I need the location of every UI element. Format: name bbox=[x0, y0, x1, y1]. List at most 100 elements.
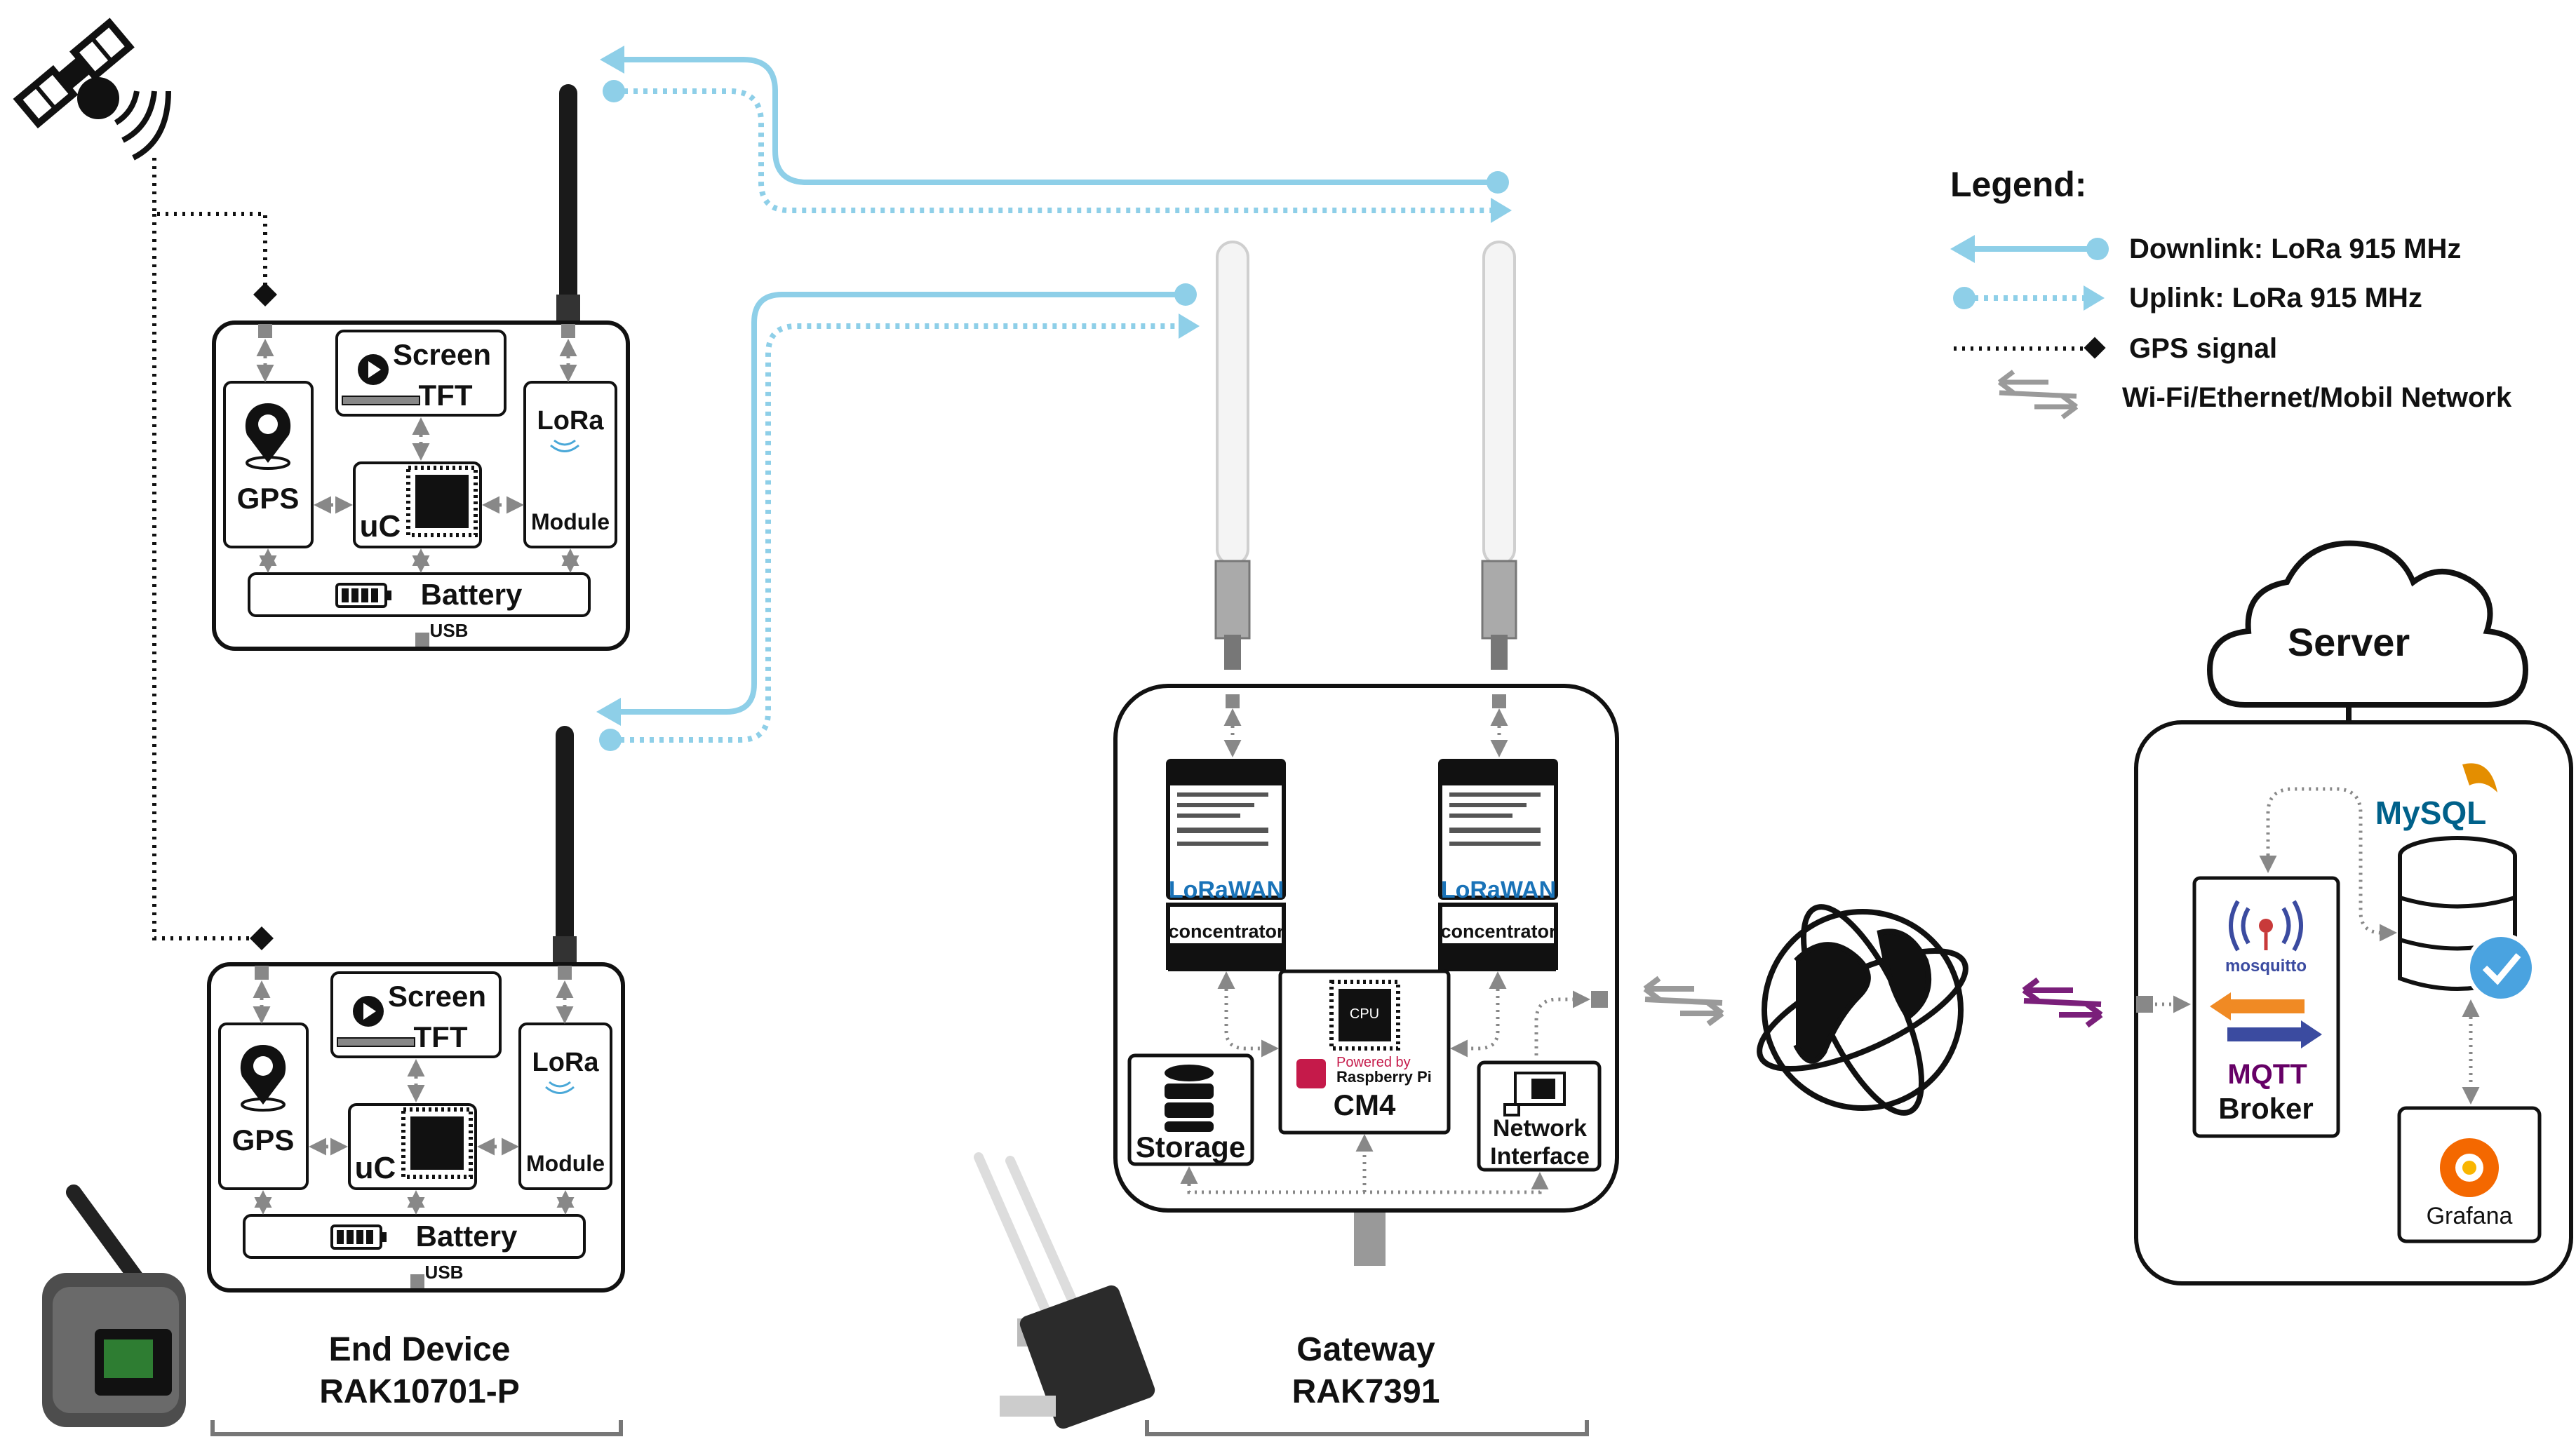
cpu-chip-icon: CPU bbox=[1329, 980, 1400, 1051]
end-device-photo-icon bbox=[42, 1185, 186, 1427]
raspberry-pi-label: Raspberry Pi bbox=[1336, 1068, 1432, 1086]
server: Server mosquitto MQTT Broker MySQL bbox=[2134, 540, 2573, 1285]
location-pin-icon bbox=[240, 1045, 286, 1112]
concentrator-card-1: LoRaWAN concentrator bbox=[1166, 759, 1286, 971]
legend-network-label: Wi-Fi/Ethernet/Mobil Network bbox=[2122, 382, 2512, 413]
broker-label: Broker bbox=[2218, 1092, 2313, 1125]
database-icon bbox=[1165, 1065, 1214, 1132]
cm4-label: CM4 bbox=[1334, 1088, 1396, 1121]
end-device-1-battery-box bbox=[248, 572, 591, 617]
legend-uplink-arrowhead bbox=[2084, 285, 2105, 311]
end-device-2-battery-label: Battery bbox=[416, 1220, 518, 1253]
globe-icon bbox=[1757, 904, 1968, 1116]
end-device-bracket bbox=[210, 1420, 623, 1436]
uplink-dot-2 bbox=[599, 729, 622, 751]
end-device-2-usb-label: USB bbox=[425, 1262, 464, 1283]
raspberry-pi-icon bbox=[1296, 1059, 1326, 1088]
end-device-2: GPS Screen TFT uC LoRa Module bbox=[207, 726, 625, 1293]
cloud-icon bbox=[2206, 540, 2529, 708]
mqtt-label: MQTT bbox=[2227, 1059, 2307, 1090]
downlink-dot-gw-1 bbox=[1487, 171, 1509, 194]
end-device-2-gps-label: GPS bbox=[232, 1123, 295, 1156]
gps-diamond-2 bbox=[250, 926, 274, 950]
end-device-2-lora-label: LoRa bbox=[532, 1048, 600, 1077]
lora-links bbox=[610, 57, 1501, 743]
satellite-icon bbox=[13, 18, 171, 161]
concentrator-card-2: LoRaWAN concentrator bbox=[1438, 759, 1558, 971]
end-device-2-tft-label: TFT bbox=[414, 1020, 468, 1053]
network-card-icon bbox=[1503, 1072, 1566, 1116]
end-device-2-antenna bbox=[556, 726, 574, 964]
network-arrows-gray-icon bbox=[1643, 976, 1724, 1027]
legend-gps-label: GPS signal bbox=[2129, 333, 2277, 364]
end-device-1-tft-label: TFT bbox=[419, 379, 473, 412]
end-device-1: GPS Screen TFT uC LoRa Module bbox=[212, 84, 630, 651]
concentrator-1-lorawan-label: LoRaWAN bbox=[1169, 877, 1284, 903]
gps-diamond-1 bbox=[253, 283, 277, 306]
mysql-label: MySQL bbox=[2375, 795, 2486, 831]
network-interface-label-2: Interface bbox=[1490, 1143, 1590, 1170]
lora-wave-icon bbox=[545, 1081, 575, 1094]
gateway: LoRaWAN concentrator LoRaWAN concentrato… bbox=[1113, 241, 1619, 1266]
end-device-2-battery-box bbox=[243, 1214, 586, 1259]
screen-icon bbox=[337, 996, 415, 1047]
end-device-model: RAK10701-P bbox=[319, 1373, 519, 1410]
storage-label: Storage bbox=[1136, 1131, 1245, 1163]
downlink-arrowhead-1 bbox=[600, 46, 624, 74]
end-device-2-module-label: Module bbox=[526, 1151, 605, 1176]
downlink-arrowhead-2 bbox=[596, 698, 621, 726]
grafana-icon bbox=[2440, 1138, 2499, 1197]
legend-uplink-dot bbox=[1953, 287, 1975, 309]
end-device-2-uc-label: uC bbox=[355, 1151, 396, 1185]
uplink-arrowhead-gw-2 bbox=[1179, 313, 1200, 339]
gateway-antenna-1 bbox=[1214, 241, 1251, 670]
screen-icon bbox=[342, 354, 420, 405]
legend-downlink-arrowhead bbox=[1950, 235, 1975, 263]
end-device-1-screen-box bbox=[335, 330, 507, 417]
end-device-1-usb-label: USB bbox=[430, 620, 469, 641]
mosquitto-label: mosquitto bbox=[2225, 957, 2307, 976]
lora-wave-icon bbox=[550, 439, 579, 452]
end-device-2-screen-label: Screen bbox=[388, 980, 486, 1013]
end-device-1-battery-label: Battery bbox=[421, 578, 523, 611]
network-arrows-purple-icon bbox=[2022, 977, 2103, 1028]
battery-icon bbox=[335, 583, 391, 608]
exchange-arrows-icon bbox=[2210, 992, 2322, 1048]
cpu-label: CPU bbox=[1350, 1006, 1379, 1022]
battery-icon bbox=[330, 1224, 387, 1250]
cm4-box bbox=[1278, 969, 1451, 1135]
legend-uplink-label: Uplink: LoRa 915 MHz bbox=[2129, 283, 2422, 313]
end-device-1-module-label: Module bbox=[531, 509, 610, 534]
gps-signal-lines bbox=[152, 158, 267, 940]
grafana-label: Grafana bbox=[2427, 1203, 2513, 1229]
database-check-icon bbox=[2398, 836, 2536, 1003]
end-device-title: End Device bbox=[329, 1331, 511, 1368]
end-device-1-lora-label: LoRa bbox=[537, 406, 605, 436]
end-device-1-antenna bbox=[559, 84, 577, 323]
legend-downlink-label: Downlink: LoRa 915 MHz bbox=[2129, 234, 2461, 264]
uplink-arrowhead-gw-1 bbox=[1491, 198, 1512, 223]
legend: Legend: Downlink: LoRa 915 MHz Uplink: L… bbox=[1950, 165, 2512, 419]
uplink-dot-1 bbox=[603, 80, 625, 102]
network-interface-label-1: Network bbox=[1493, 1115, 1587, 1142]
dolphin-icon bbox=[2462, 763, 2497, 792]
legend-title: Legend: bbox=[1950, 165, 2086, 204]
legend-gps-diamond bbox=[2084, 337, 2106, 359]
microcontroller-chip-icon bbox=[401, 1107, 473, 1179]
gateway-antenna-2 bbox=[1481, 241, 1517, 670]
end-device-1-lora-module-box bbox=[523, 381, 617, 548]
gateway-photo-icon bbox=[974, 1152, 1155, 1429]
legend-network-arrows-icon bbox=[1997, 370, 2079, 419]
gateway-title: Gateway bbox=[1296, 1331, 1435, 1368]
concentrator-2-lorawan-label: LoRaWAN bbox=[1441, 877, 1556, 903]
location-pin-icon bbox=[245, 403, 291, 470]
end-device-1-gps-label: GPS bbox=[237, 482, 300, 515]
captions: End Device RAK10701-P Gateway RAK7391 bbox=[210, 1331, 1589, 1436]
concentrator-2-label: concentrator bbox=[1440, 921, 1557, 942]
end-device-1-screen-label: Screen bbox=[393, 338, 491, 371]
end-device-1-uc-label: uC bbox=[360, 509, 401, 544]
powered-by-label: Powered by bbox=[1336, 1055, 1411, 1070]
gateway-model: RAK7391 bbox=[1292, 1373, 1440, 1410]
gateway-bracket bbox=[1145, 1420, 1589, 1436]
